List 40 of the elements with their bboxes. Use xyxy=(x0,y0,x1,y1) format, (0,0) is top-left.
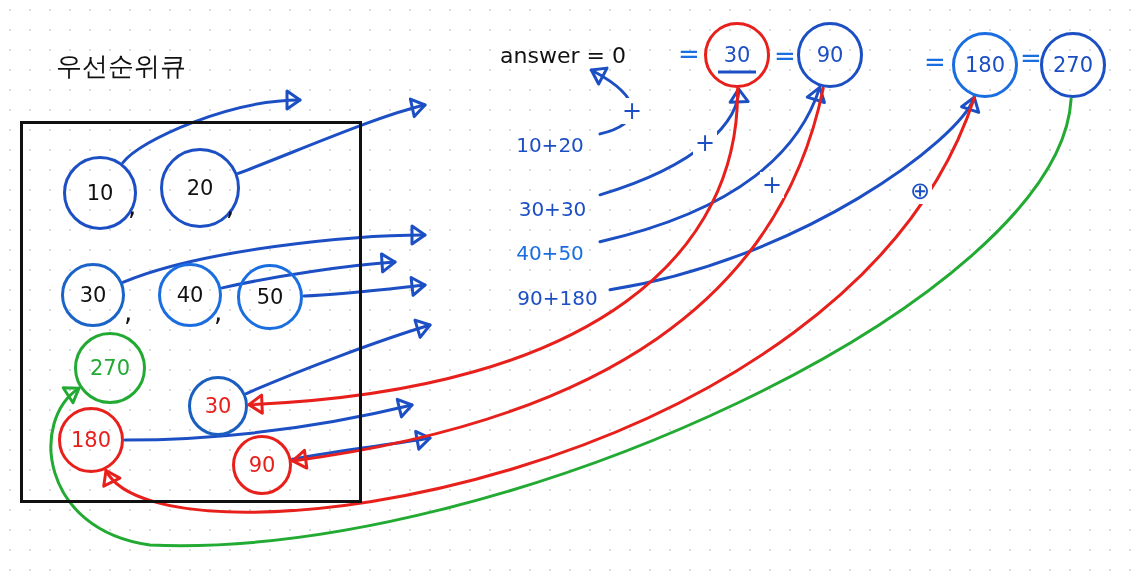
arrow xyxy=(302,276,427,298)
number-circle: 270 xyxy=(1040,32,1106,98)
separator: = xyxy=(678,40,700,68)
edge-label: + xyxy=(760,172,785,198)
expression-text: answer = 0 xyxy=(488,40,638,70)
expression-text: 90+180 xyxy=(505,283,610,313)
arrow xyxy=(608,95,978,292)
separator: = xyxy=(774,42,796,70)
separator: = xyxy=(924,48,946,76)
separator: , xyxy=(214,298,223,326)
separator: , xyxy=(124,298,133,326)
number-circle: 30 xyxy=(188,376,248,436)
arrow xyxy=(49,97,1073,547)
arrow xyxy=(236,97,427,175)
number-circle: 30 xyxy=(704,22,770,88)
arrow xyxy=(121,90,302,165)
arrow xyxy=(247,87,739,415)
arrow xyxy=(598,85,826,244)
edge-label: + xyxy=(693,130,718,156)
separator: , xyxy=(226,192,235,220)
arrow xyxy=(121,224,427,284)
expression-text: 40+50 xyxy=(500,238,600,268)
arrow xyxy=(291,86,825,470)
number-circle: 90 xyxy=(797,22,863,88)
expression-text: 30+30 xyxy=(505,194,600,224)
separator: , xyxy=(128,192,137,220)
arrow xyxy=(220,252,397,290)
number-circle: 270 xyxy=(74,332,146,404)
arrow xyxy=(244,318,432,396)
number-circle: 90 xyxy=(232,435,292,495)
number-circle: 30 xyxy=(61,263,125,327)
number-circle: 180 xyxy=(58,407,124,473)
separator: = xyxy=(1020,44,1042,72)
arrow xyxy=(104,95,976,514)
expression-text: 10+20 xyxy=(500,130,600,160)
arrow xyxy=(290,429,432,461)
title: 우선순위큐 xyxy=(56,50,186,83)
number-circle: 50 xyxy=(237,264,303,330)
arrow xyxy=(123,397,414,442)
number-circle: 180 xyxy=(952,32,1018,98)
